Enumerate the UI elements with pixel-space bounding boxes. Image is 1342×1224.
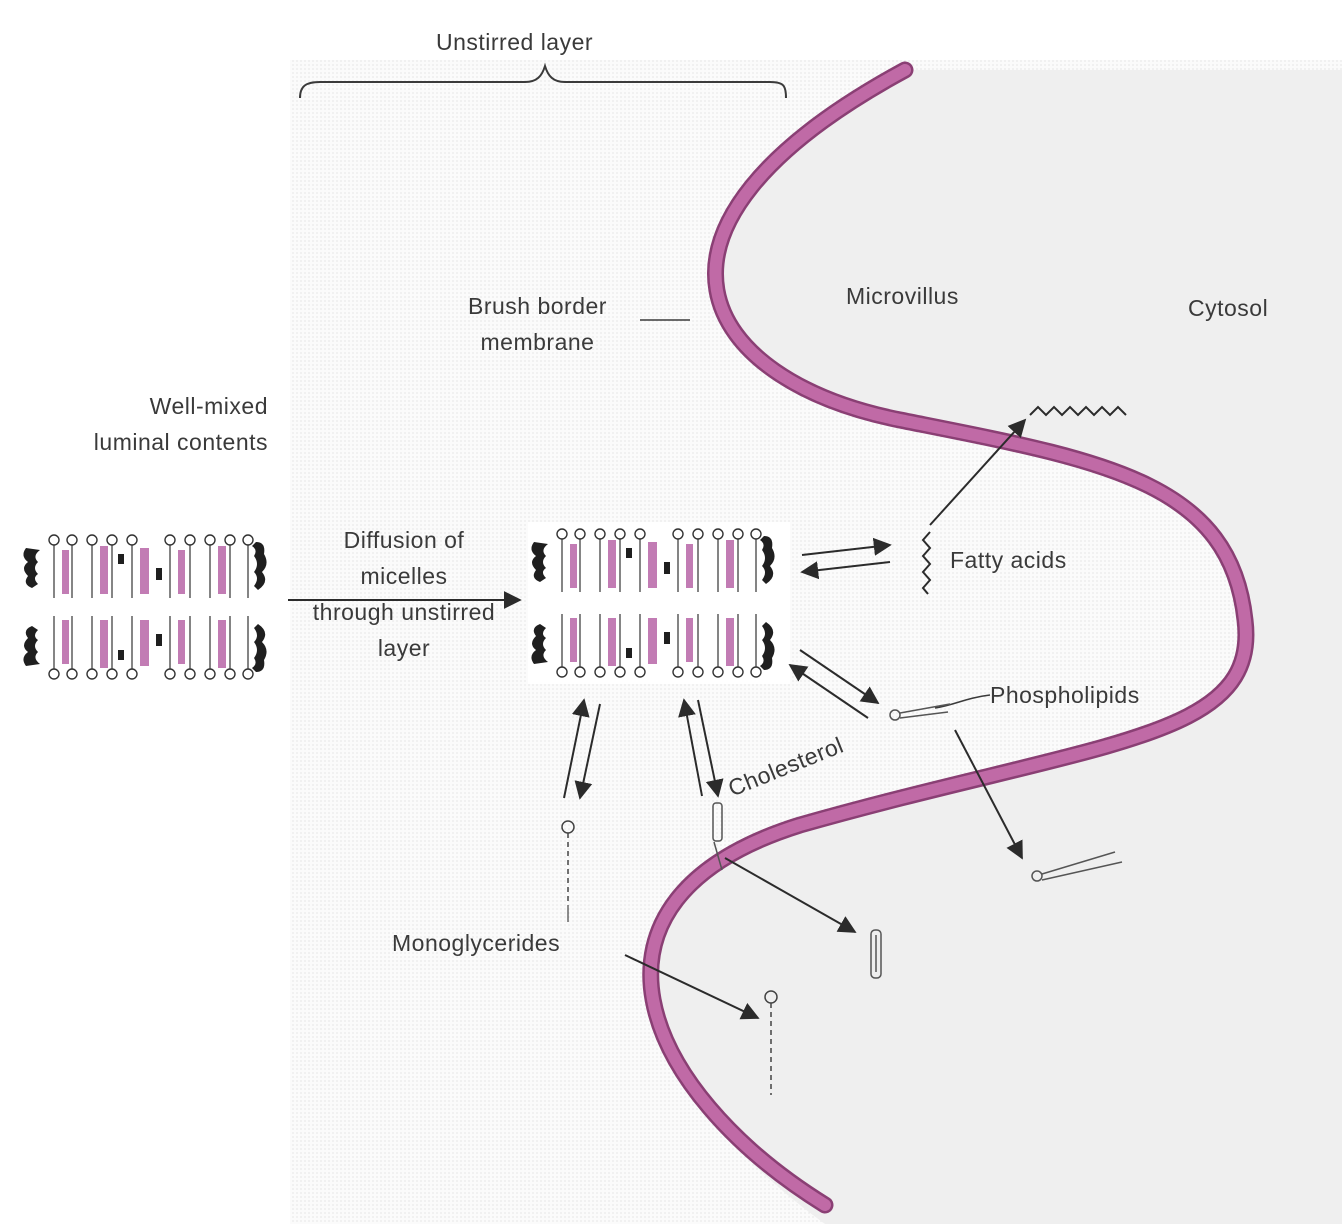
micelle-at-membrane: [528, 522, 790, 684]
well-mixed-label: Well-mixed luminal contents: [36, 388, 268, 460]
micelle-luminal: [20, 528, 282, 686]
microvillus-label: Microvillus: [846, 278, 959, 314]
unstirred-layer-label: Unstirred layer: [436, 24, 593, 60]
phospholipids-label: Phospholipids: [990, 677, 1140, 713]
fatty-acids-label: Fatty acids: [950, 542, 1067, 578]
diffusion-label: Diffusion of micelles through unstirred …: [286, 522, 522, 666]
brush-border-label: Brush border membrane: [468, 288, 607, 360]
cytosol-label: Cytosol: [1188, 290, 1268, 326]
monoglycerides-label: Monoglycerides: [392, 925, 560, 961]
